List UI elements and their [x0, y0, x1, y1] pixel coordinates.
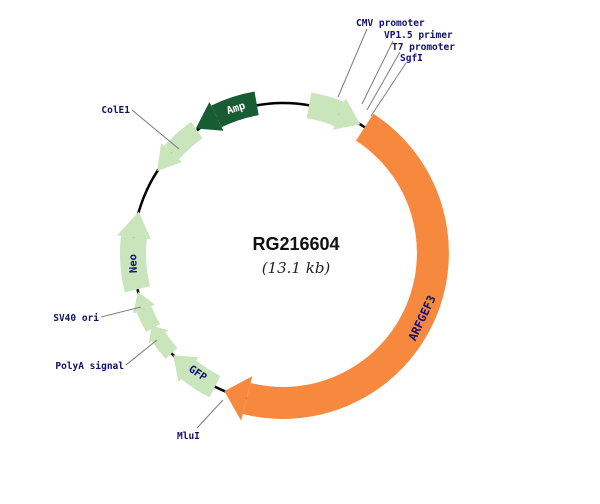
cmv-promoter-arrow — [306, 92, 345, 127]
label-cole1: ColE1 — [101, 105, 130, 116]
label-vp15-primer: VP1.5 primer — [384, 30, 453, 41]
label-sv40-ori: SV40 ori — [53, 313, 99, 324]
cole1-arrowhead-icon — [157, 143, 182, 172]
label-amp: Amp — [225, 100, 247, 117]
polya-signal-arrowhead-icon — [148, 325, 169, 344]
callout-line-polya-signal — [125, 339, 158, 366]
cole1-arrow — [164, 121, 203, 160]
gfp-arrow — [181, 360, 221, 398]
callout-line-mlui — [196, 399, 224, 429]
gfp-arrowhead-icon — [173, 355, 199, 382]
callout-line-sv40-ori — [100, 306, 142, 318]
map-size: (13.1 kb) — [262, 259, 331, 277]
neo-arrow — [119, 235, 151, 293]
sv40-ori-arrow — [136, 306, 161, 333]
label-mlui: MluI — [177, 431, 200, 442]
callout-line-cole1 — [131, 109, 180, 150]
amp-arrow — [211, 91, 259, 128]
callout-line-t7-promoter — [366, 51, 401, 111]
callout-line-sgfi — [370, 62, 407, 117]
label-neo: Neo — [127, 254, 140, 274]
sv40-ori-arrowhead-icon — [132, 291, 155, 314]
label-cmv-promoter: CMV promoter — [356, 18, 425, 29]
map-title: RG216604 — [252, 234, 339, 254]
polya-signal-arrow — [151, 332, 178, 359]
orf-arc — [242, 113, 449, 419]
label-polya-signal: PolyA signal — [55, 361, 124, 372]
orf-arrowhead-icon — [224, 376, 253, 421]
neo-arrowhead-icon — [116, 211, 151, 240]
callout-line-cmv-promoter — [337, 28, 368, 98]
label-sgfi: SgfI — [400, 53, 423, 64]
label-t7-promoter: T7 promoter — [392, 42, 455, 53]
cmv-promoter-arrowhead-icon — [332, 98, 361, 130]
amp-arrowhead-icon — [195, 102, 224, 131]
callout-line-vp15-primer — [361, 40, 394, 105]
